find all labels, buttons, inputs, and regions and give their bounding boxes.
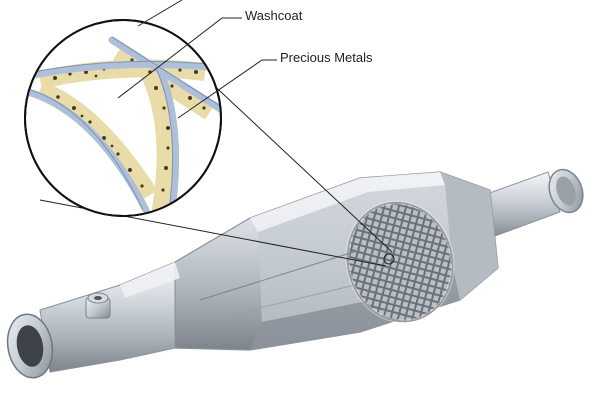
precious-metals-label: Precious Metals — [280, 50, 373, 65]
magnified-substrate-detail — [24, 19, 222, 217]
inlet-pipe — [6, 261, 180, 379]
converter-body — [174, 171, 499, 351]
washcoat-label: Washcoat — [245, 8, 303, 23]
label-pointer-lines — [117, 0, 277, 119]
detail-origin-marker — [383, 253, 395, 265]
